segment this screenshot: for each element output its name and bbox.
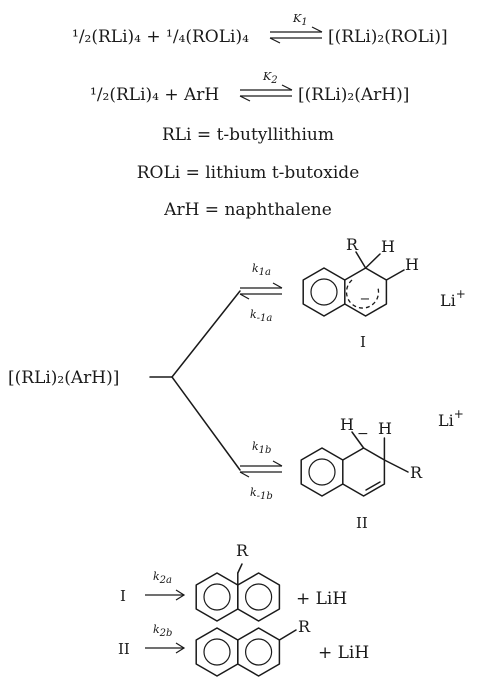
elim-reactant-I: I <box>120 587 126 605</box>
eq2-equilibrium-arrow <box>239 84 293 102</box>
substituent-r: R <box>236 541 249 560</box>
upper-equilibrium-arrow <box>239 282 283 300</box>
rate-k1b: k1b <box>252 440 271 456</box>
anion-charge: − <box>360 292 371 307</box>
equilibrium-eq1: ¹/₂(RLi)₄ + ¹/₄(ROLi)₄ K1 [(RLi)₂(ROLi)] <box>72 12 448 47</box>
definitions: RLi = t-butyllithium ROLi = lithium t-bu… <box>137 125 360 220</box>
eq2-right: [(RLi)₂(ArH)] <box>298 85 409 105</box>
eq1-constant: K1 <box>292 12 308 28</box>
eq2-constant: K2 <box>262 70 278 86</box>
substituent-r: R <box>298 617 311 636</box>
definition-arh: ArH = naphthalene <box>163 200 332 220</box>
lithium-cation: Li+ <box>438 407 464 430</box>
structure-I: − R H H I <box>302 235 419 351</box>
equilibrium-eq2: ¹/₂(RLi)₄ + ArH K2 [(RLi)₂(ArH)] <box>90 70 409 105</box>
complex-label: [(RLi)₂(ArH)] <box>8 368 119 388</box>
structure-label-I: I <box>360 333 366 351</box>
rate-k-1b: k-1b <box>250 486 273 502</box>
lithium-cation: Li+ <box>440 287 466 310</box>
eq1-left: ¹/₂(RLi)₄ + ¹/₄(ROLi)₄ <box>72 27 249 47</box>
definition-rli: RLi = t-butyllithium <box>162 125 334 145</box>
structure-II: H − H R II <box>300 415 423 532</box>
eq2-left: ¹/₂(RLi)₄ + ArH <box>90 85 219 105</box>
lower-equilibrium-arrow <box>239 460 283 478</box>
definition-roli: ROLi = lithium t-butoxide <box>137 163 360 183</box>
elim-coproduct-I: + LiH <box>296 589 347 609</box>
rate-k2a: k2a <box>153 570 172 586</box>
substituent-r: R <box>410 463 423 482</box>
eq1-equilibrium-arrow <box>269 26 323 44</box>
hydrogen-atom: H <box>340 415 354 434</box>
rate-k2b: k2b <box>153 623 172 639</box>
substituent-r: R <box>346 235 359 254</box>
elimination-II: II k2b R + LiH <box>118 617 369 677</box>
branch-lines <box>149 290 241 471</box>
rate-k1a: k1a <box>252 262 271 278</box>
elimination-I: I k2a R + LiH <box>120 541 347 622</box>
carbanion-charge: − <box>357 426 369 442</box>
elim-coproduct-II: + LiH <box>318 643 369 663</box>
hydrogen-atom: H <box>381 237 395 256</box>
eq1-right: [(RLi)₂(ROLi)] <box>328 27 448 47</box>
rate-k-1a: k-1a <box>250 308 272 324</box>
hydrogen-atom: H <box>405 255 419 274</box>
hydrogen-atom: H <box>378 419 392 438</box>
structure-label-II: II <box>356 514 368 532</box>
elim-reactant-II: II <box>118 640 130 658</box>
